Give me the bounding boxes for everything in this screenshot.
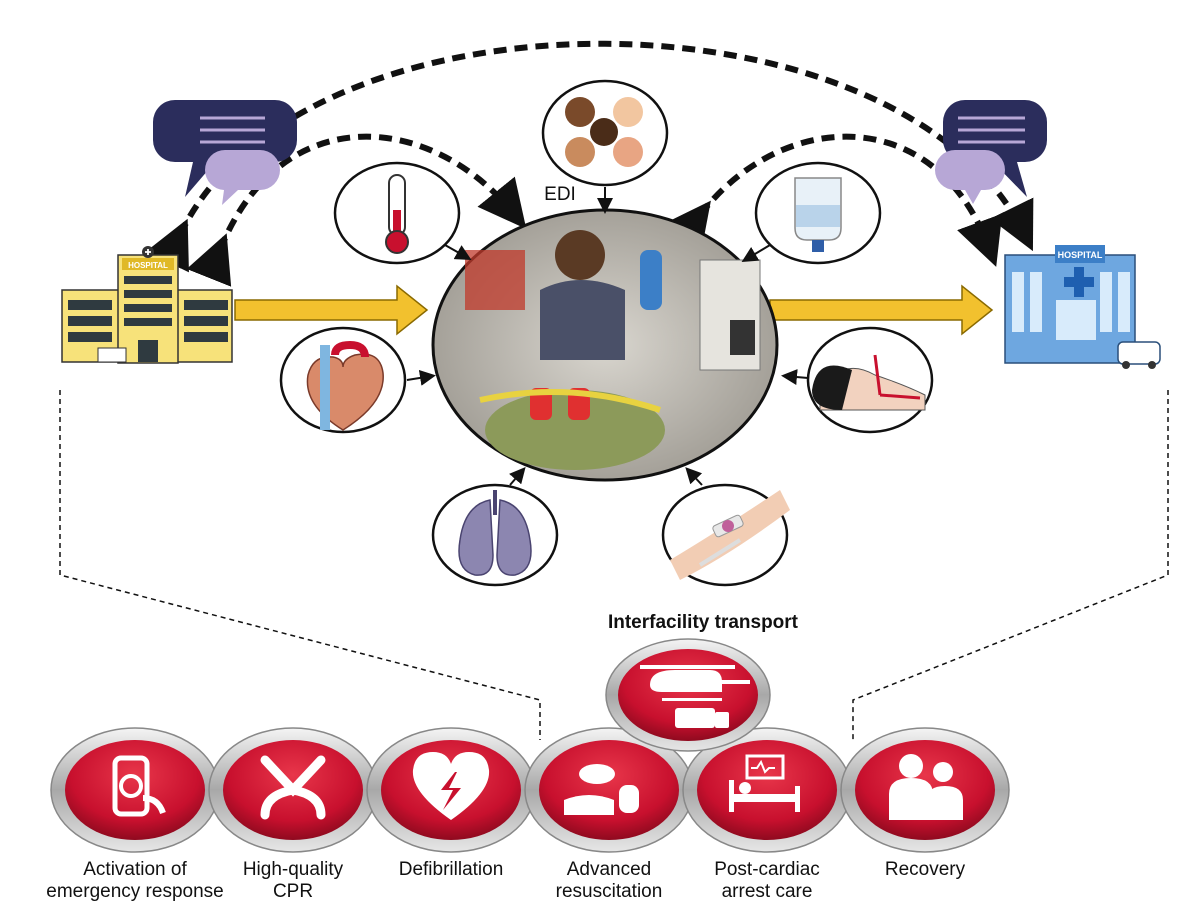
left-hospital-sign: HOSPITAL [128,261,168,270]
right-hospital-sign: HOSPITAL [1058,250,1103,260]
chain-label-3: Defibrillation [399,859,504,880]
inner-arc-right [662,133,1003,267]
chain-label-line: CPR [273,881,313,902]
chain-link-1 [50,727,220,853]
recovery-people-icon [889,754,963,820]
transfer-arrows [234,284,994,336]
interfacility-title: Interfacility transport [608,612,799,633]
transport-link [605,638,771,752]
thermometer-circle [333,161,472,265]
diverse-hands-icon [565,97,643,167]
chain-label-6: Recovery [885,859,966,880]
edi-label: EDI [544,184,576,205]
chain-label-line: emergency response [46,881,223,902]
left-yellow-arrow [234,284,429,336]
bag-valve-mask-icon [564,764,639,815]
right-hospital-icon: HOSPITAL [1004,245,1161,369]
chain-label-line: Activation of [83,859,187,880]
heart-circle [279,326,436,434]
chain-label-line: Recovery [885,859,966,880]
hospital-bed-icon [729,754,800,812]
ambulance-scene-image [431,208,779,482]
intubation-icon [812,354,926,411]
speech-bubble-right-icon [935,100,1047,204]
defibrillation-heart-icon [412,752,490,820]
iv-catheter-icon [670,490,790,580]
left-hospital-icon: HOSPITAL [61,246,233,364]
chain-label-line: Advanced [567,859,652,880]
chain-label-line: High-quality [243,859,344,880]
chain-link-3 [366,727,536,853]
chain-link-5 [682,727,852,853]
chain-label-line: arrest care [722,881,813,902]
chain-label-line: Post-cardiac [714,859,820,880]
cpr-hands-icon [260,755,326,820]
intubation-circle [781,326,934,434]
phone-call-icon [112,755,166,817]
thermometer-icon [385,174,409,254]
chain-label-line: resuscitation [556,881,663,902]
lungs-icon [458,490,532,576]
diverse-hands-circle [541,79,669,187]
bracket-connectors [59,390,1169,740]
chain-label-line: Defibrillation [399,859,504,880]
lungs-circle [431,466,559,587]
inner-arc-left [186,133,527,287]
anatomical-heart-icon [306,340,384,431]
helicopter-ambulance-icon [640,665,750,728]
iv-catheter-circle [661,467,790,587]
chain-of-survival [50,727,1010,853]
chain-link-2 [208,727,378,853]
chain-link-6 [840,727,1010,853]
right-yellow-arrow [769,284,994,336]
iv-bag-circle [741,161,882,265]
speech-bubble-left-icon [153,100,297,205]
iv-bag-icon [794,177,842,252]
chain-link-4 [524,727,694,853]
